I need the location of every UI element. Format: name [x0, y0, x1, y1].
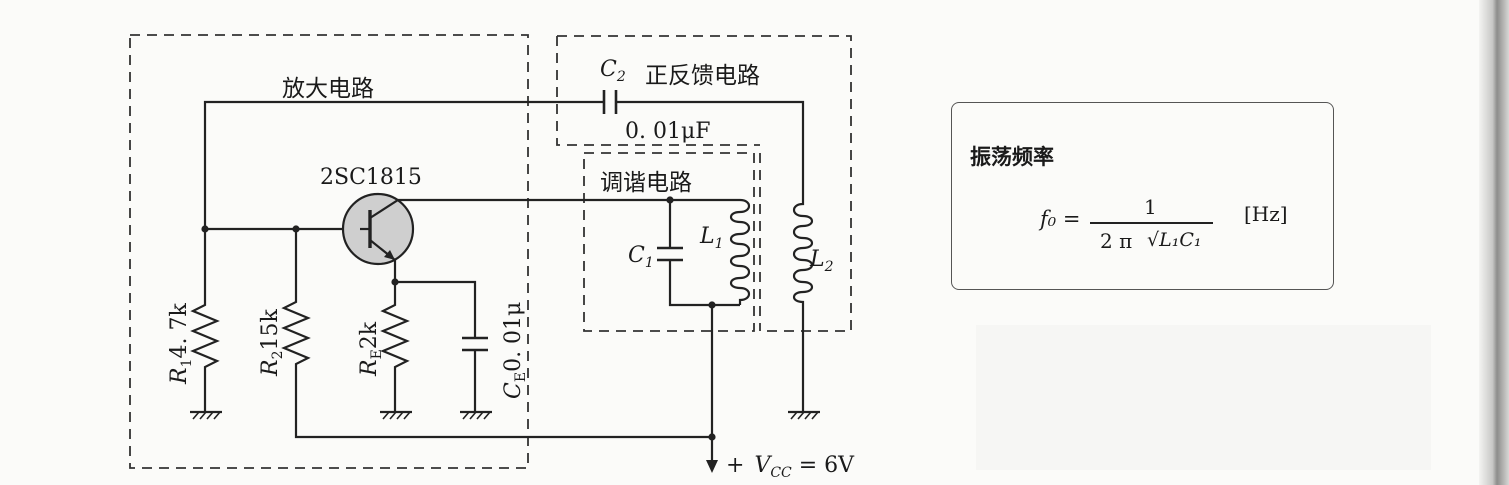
r1-label: R14. 7k	[167, 303, 195, 385]
feedback-wire	[203, 100, 805, 229]
transistor-part-label: 2SC1815	[320, 165, 422, 190]
tuning-block-label: 调谐电路	[600, 170, 692, 196]
l1-label: L1	[699, 224, 724, 252]
c1-label: C1	[628, 243, 654, 271]
ce-wire	[395, 280, 477, 412]
feedback-block-boundary	[556, 35, 852, 332]
formula-numerator: 1	[1144, 195, 1157, 219]
ce-label: CE0. 01μ	[501, 302, 529, 399]
ground-l2	[788, 410, 820, 420]
formula-box: 振荡频率 f₀ = 1 2 π √L₁C₁ [Hz]	[951, 102, 1334, 290]
c1-wire	[668, 200, 740, 307]
tuning-block-boundary	[583, 152, 755, 332]
l1-coil	[670, 198, 751, 305]
formula-unit: [Hz]	[1244, 202, 1288, 226]
formula-lhs: f₀ =	[1040, 207, 1081, 231]
re-resistor	[380, 282, 410, 412]
r1-resistor	[190, 229, 220, 412]
amplifier-block-boundary	[129, 34, 529, 469]
ground-r1	[190, 410, 222, 420]
formula-fraction-bar	[1090, 222, 1213, 224]
amplifier-block-label: 放大电路	[282, 76, 374, 102]
transistor-collector-lead	[369, 198, 670, 219]
r2-label: R215k	[258, 309, 286, 377]
c2-label: C2	[600, 57, 626, 85]
re-label: RE2k	[357, 321, 385, 377]
l2-coil	[792, 195, 814, 412]
ground-ce	[460, 410, 492, 420]
supply-label: +VCC = 6V	[726, 453, 855, 481]
l2-label: L2	[809, 247, 834, 275]
emitter-arrow	[384, 250, 395, 260]
formula-denominator-sqrt: √L₁C₁	[1147, 229, 1202, 251]
scan-shadow	[976, 325, 1431, 470]
node-supply	[708, 433, 716, 441]
ground-re	[380, 410, 412, 420]
supply-arrow	[706, 460, 718, 473]
page-edge	[1479, 0, 1509, 485]
feedback-block-label: 正反馈电路	[645, 63, 760, 89]
c2-value: 0. 01μF	[625, 119, 711, 144]
formula-title: 振荡频率	[970, 145, 1054, 169]
transistor-symbol	[341, 192, 415, 266]
r2-resistor	[281, 229, 712, 439]
formula-denominator-2pi: 2 π	[1100, 229, 1133, 253]
